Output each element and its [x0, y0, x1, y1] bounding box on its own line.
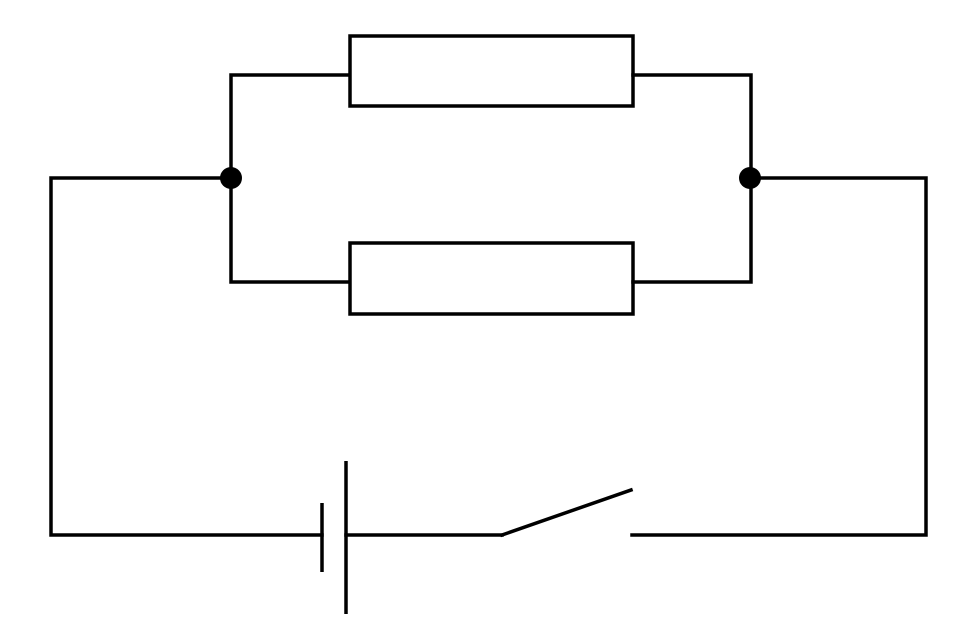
battery: [320, 461, 348, 614]
left-junction-node: [220, 167, 242, 189]
resistor-top: [348, 34, 635, 108]
right-junction-node: [739, 167, 761, 189]
left-loop-wire: [49, 176, 324, 537]
top-branch: [229, 34, 753, 180]
bottom-branch: [229, 176, 753, 316]
switch-lever: [499, 487, 634, 538]
bottom-branch-right-wire: [631, 176, 753, 284]
right-loop-wire: [630, 176, 928, 537]
top-branch-left-wire: [229, 73, 352, 180]
resistor-bottom: [348, 241, 635, 316]
top-branch-right-wire: [631, 73, 753, 180]
bottom-branch-left-wire: [229, 176, 352, 284]
